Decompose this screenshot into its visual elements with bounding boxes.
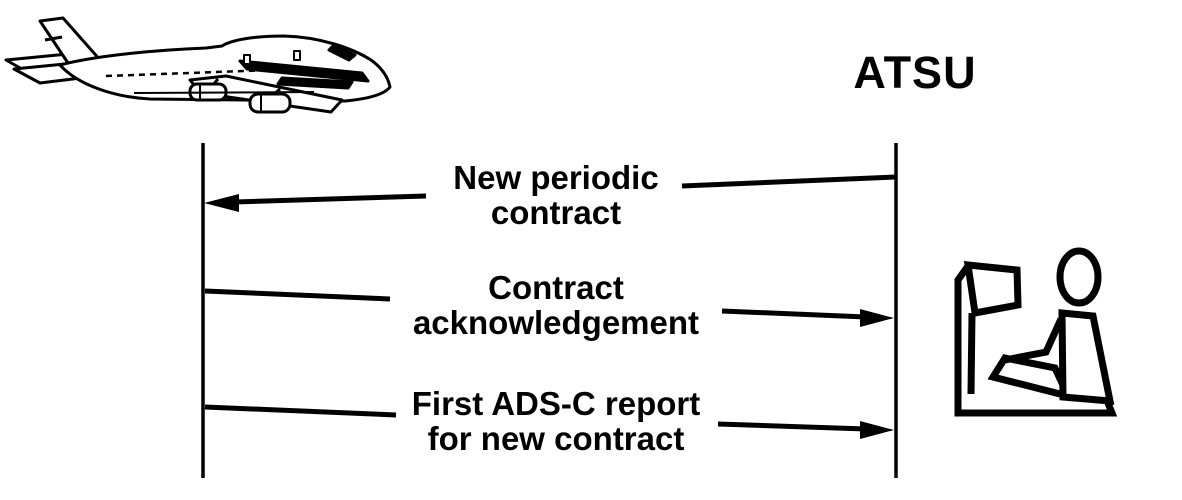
person-body (1058, 309, 1115, 405)
aircraft-fin-detail (44, 35, 63, 42)
message-label-first-adsc-report: First ADS-C report for new contract (356, 386, 756, 456)
aircraft-cockpit-window (327, 43, 357, 62)
console-base (954, 263, 1118, 417)
aircraft-belly-line (133, 91, 315, 94)
arrowhead-right (860, 309, 894, 327)
aircraft-747-icon (4, 16, 392, 114)
message-label-line: New periodic (453, 159, 659, 196)
aircraft-wing-fairing (276, 76, 354, 90)
desk (987, 354, 1075, 402)
aircraft-door (293, 50, 301, 61)
console-front-edge (967, 312, 976, 395)
arrowhead-right (860, 421, 894, 439)
aircraft-far-wing (238, 59, 370, 83)
console-screen (963, 261, 1022, 318)
arrowhead-left (204, 194, 239, 212)
message-label-line: First ADS-C report (411, 385, 701, 422)
atsu-label: ATSU (853, 47, 977, 98)
person-head (1056, 247, 1102, 307)
message-label-line: contract (490, 194, 622, 231)
message-label-line: Contract (488, 269, 624, 306)
message-label-line: for new contract (427, 420, 685, 457)
message-arrow-contract-acknowledgement (204, 288, 894, 327)
message-label-contract-acknowledgement: Contract acknowledgement (356, 270, 756, 340)
aircraft-window-row (105, 68, 273, 78)
message-arrow-new-periodic-contract (204, 174, 897, 212)
message-label-new-periodic-contract: New periodic contract (356, 160, 756, 230)
person-arm (1004, 317, 1065, 364)
controller-workstation-icon (954, 247, 1118, 417)
message-label-line: acknowledgement (412, 304, 700, 341)
aircraft-door (243, 54, 251, 65)
message-arrow-first-adsc-report (204, 404, 894, 439)
